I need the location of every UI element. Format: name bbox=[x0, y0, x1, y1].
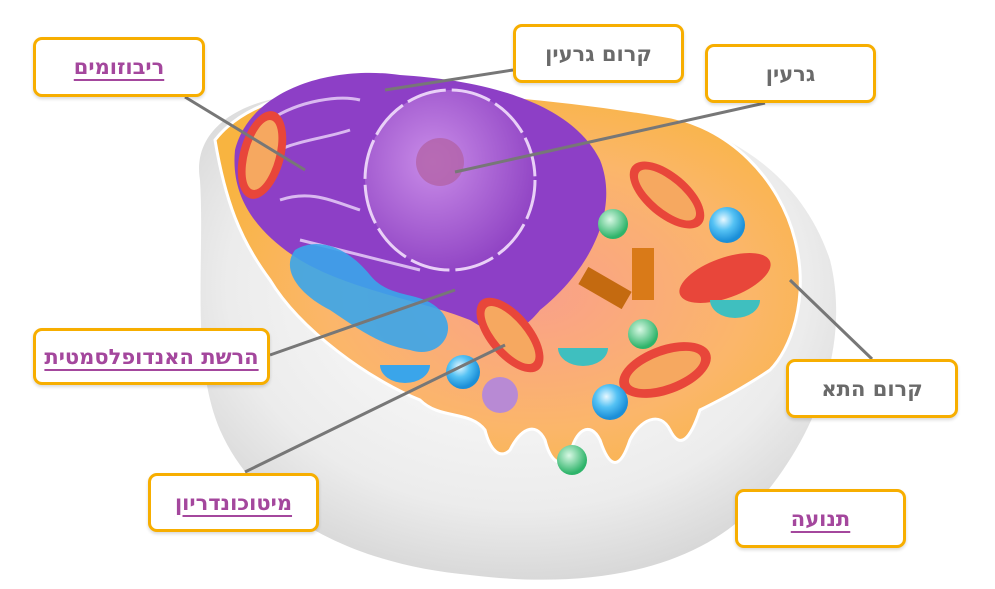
cell-membrane-text: קרום התא bbox=[821, 376, 923, 401]
endoplasmic-reticulum-link[interactable]: הרשת האנדופלסמטית bbox=[44, 344, 259, 369]
nuclear-membrane-text: קרום גרעין bbox=[545, 41, 652, 66]
label-cell-membrane: קרום התא bbox=[786, 359, 958, 418]
nucleus-text: גרעין bbox=[765, 61, 816, 86]
label-ribosomes[interactable]: ריבוזומים bbox=[33, 37, 205, 97]
label-mitochondrion[interactable]: מיטוכונדריון bbox=[148, 473, 319, 532]
endoplasmic-reticulum bbox=[289, 244, 449, 352]
ribosomes-link[interactable]: ריבוזומים bbox=[73, 55, 165, 79]
movement-link[interactable]: תנועה bbox=[790, 506, 851, 531]
label-nucleus: גרעין bbox=[705, 44, 876, 103]
label-endoplasmic-reticulum[interactable]: הרשת האנדופלסמטית bbox=[33, 328, 270, 385]
centrioles bbox=[578, 248, 654, 310]
label-nuclear-membrane: קרום גרעין bbox=[513, 24, 684, 83]
vesicles bbox=[380, 207, 760, 475]
label-movement[interactable]: תנועה bbox=[735, 489, 906, 548]
mitochondrion-link[interactable]: מיטוכונדריון bbox=[174, 490, 293, 515]
leader-lines bbox=[184, 68, 874, 474]
